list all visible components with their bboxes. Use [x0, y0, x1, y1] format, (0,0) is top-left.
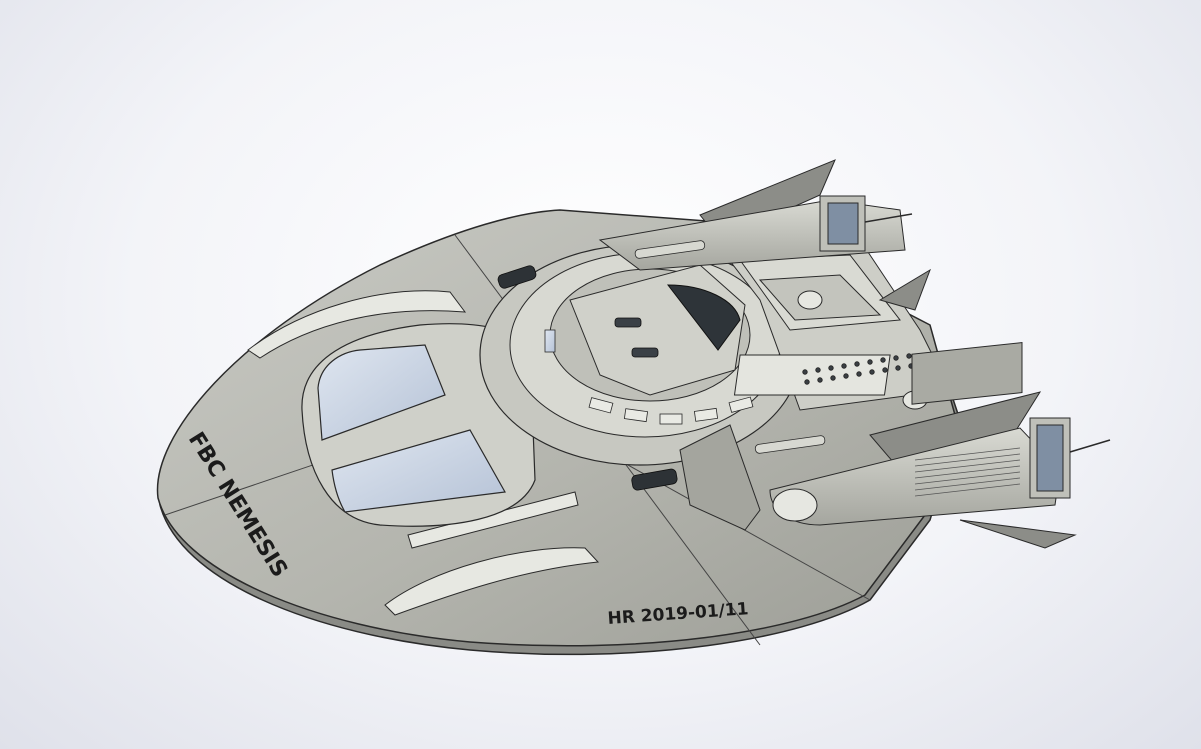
- side-cannons: [497, 265, 678, 491]
- side-slot: [407, 491, 579, 549]
- upper-nacelle: [598, 159, 931, 311]
- spine-pipes: [634, 240, 826, 454]
- rear-grid: [719, 239, 951, 411]
- dome-hatch: [666, 284, 741, 351]
- cockpit-window-lower: [331, 429, 506, 513]
- lower-nacelle: [769, 342, 1111, 549]
- lower-slot: [384, 547, 600, 616]
- central-dome: [479, 244, 801, 466]
- upper-slot: [247, 290, 467, 359]
- cockpit-window-upper: [317, 344, 446, 441]
- central-spine: [679, 424, 761, 531]
